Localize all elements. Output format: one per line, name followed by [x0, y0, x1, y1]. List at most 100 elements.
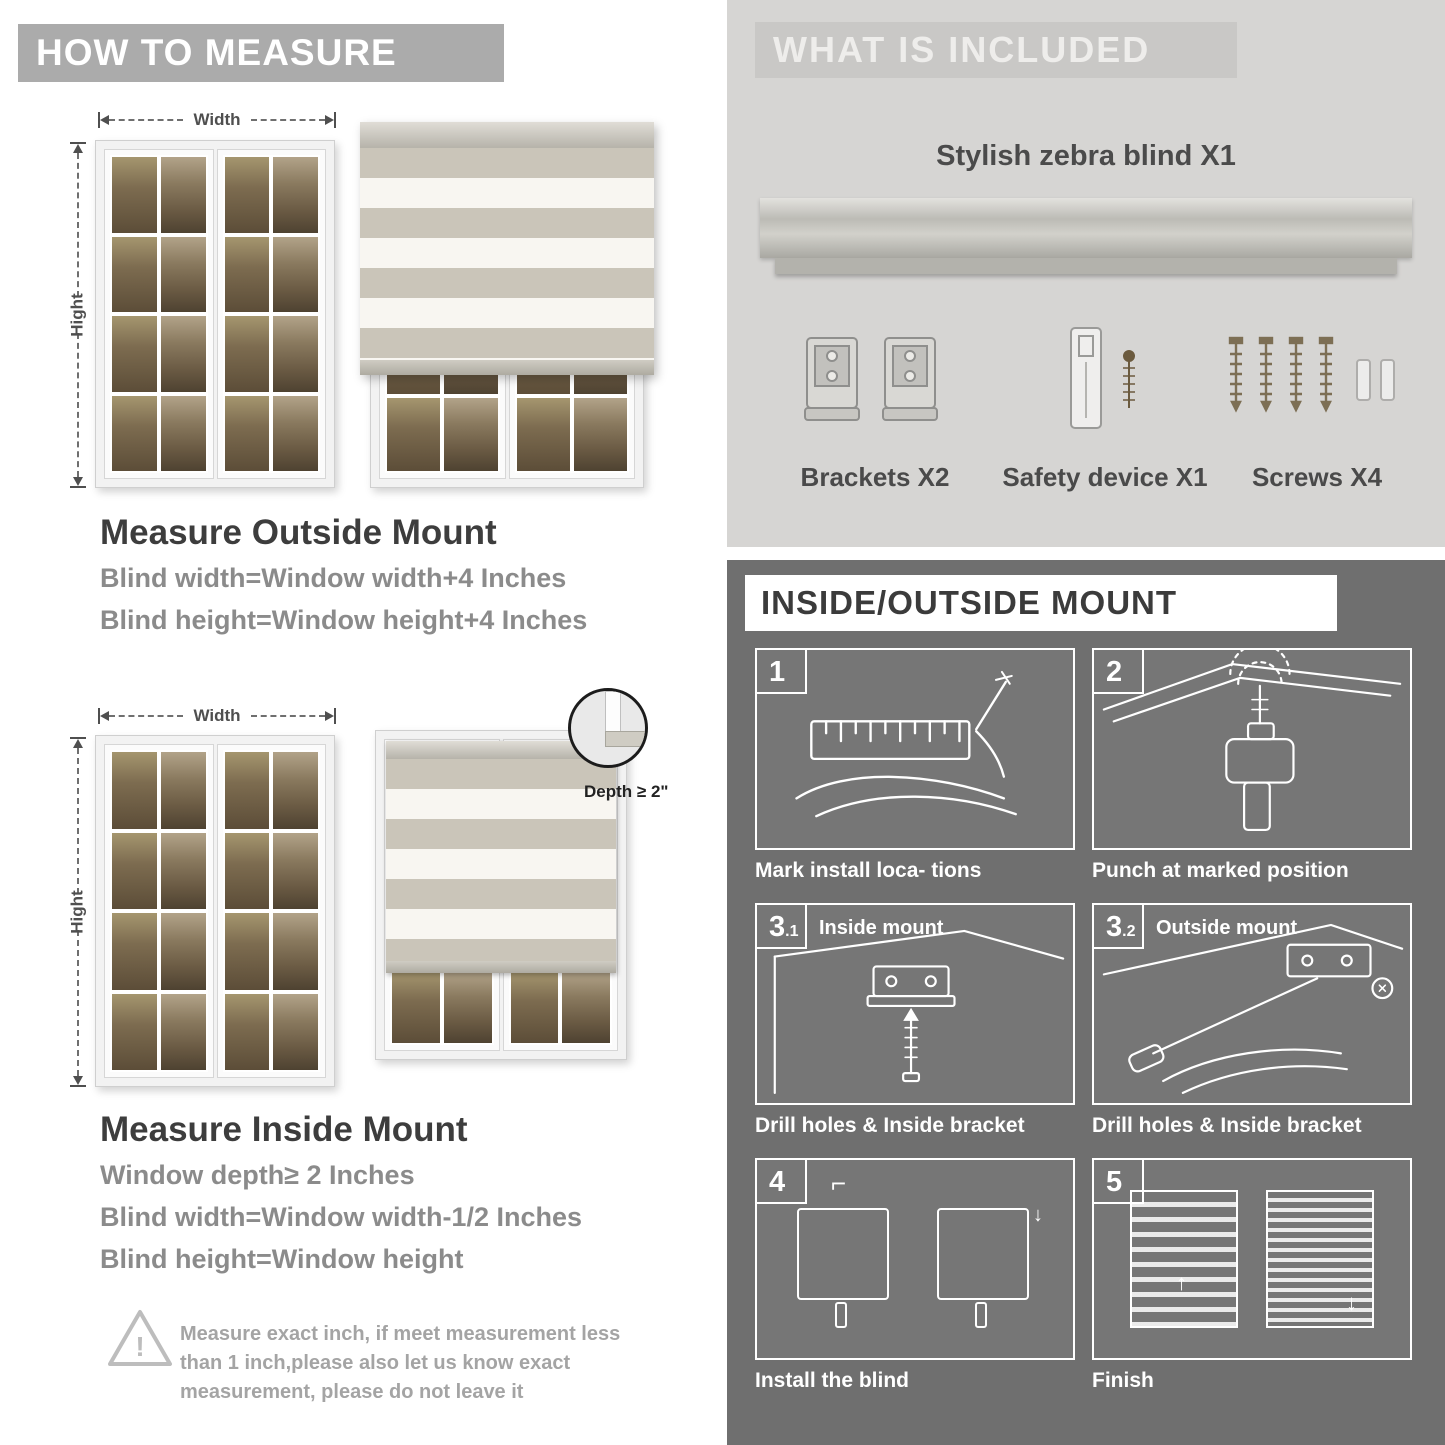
window-pane: [160, 752, 206, 829]
mark-locations-icon: [795, 670, 1017, 818]
inside-outside-mount-banner: INSIDE/OUTSIDE MOUNT: [745, 575, 1337, 631]
arrow-left-icon: [100, 711, 109, 721]
height-arrow-outside: Hight: [68, 142, 88, 488]
arrow-dash: [250, 119, 325, 121]
blind-bottom-rail: [386, 961, 616, 973]
down-arrow-icon: ↓: [1346, 1290, 1357, 1315]
window-pane: [224, 157, 270, 233]
safety-device-icon: [1070, 327, 1135, 429]
arrow-endbar: [70, 1085, 86, 1087]
step-4: ⌐ ↓ 4 Install the blind: [755, 1158, 1075, 1393]
window-pane: [443, 972, 492, 1043]
window-pane: [387, 398, 441, 471]
window-pane: [273, 993, 318, 1070]
outside-mount-line-2: Blind height=Window height+4 Inches: [100, 605, 588, 635]
step-number-frame: [757, 1160, 807, 1204]
zebra-blind-headrail-image: [760, 198, 1412, 258]
window-pane: [160, 157, 206, 233]
window-pane: [562, 972, 610, 1043]
window-pane: [273, 236, 318, 312]
window-pane: [224, 752, 270, 829]
inside-bracket-screw-icon: [773, 929, 1065, 1094]
window-sash: [104, 149, 214, 479]
step-number: 5: [1106, 1166, 1123, 1198]
step-number-frame: [1094, 905, 1144, 949]
window-pane: [224, 913, 270, 990]
depth-zoom-circle: [568, 688, 648, 768]
step-number-frame: [757, 650, 807, 694]
step-number-frame: [1094, 1160, 1144, 1204]
step-number: 3.2: [1106, 911, 1136, 943]
blind-stripes: [386, 759, 616, 961]
outside-mount-title: Measure Outside Mount: [100, 513, 497, 552]
window-pane: [224, 395, 270, 471]
zebra-blind-headrail-lip: [775, 258, 1397, 274]
outside-mount-line-1: Blind width=Window width+4 Inches: [100, 563, 567, 593]
window-pane: [112, 236, 157, 312]
arrow-dash: [77, 333, 79, 477]
arrow-right-icon: [325, 711, 334, 721]
inside-outside-mount-section: INSIDE/OUTSIDE MOUNT 1: [727, 560, 1445, 1445]
window-pane: [224, 832, 270, 909]
down-arrow-icon: ↓: [1033, 1204, 1043, 1226]
arrow-down-icon: [73, 477, 83, 486]
step-number-frame: [757, 905, 807, 949]
window-pane: [273, 913, 318, 990]
window-pane: [160, 395, 206, 471]
step-number: 4: [769, 1166, 786, 1198]
window-pane: [516, 398, 570, 471]
arrow-dash: [77, 930, 79, 1076]
step-3-2: 3.2 Outside mount Drill holes & Inside b…: [1092, 903, 1412, 1138]
step-3-1-caption: Drill holes & Inside bracket: [755, 1114, 1025, 1137]
step-number: 2: [1106, 656, 1123, 688]
open-blind-view: [1130, 1190, 1238, 1328]
window-pane: [112, 157, 157, 233]
how-to-measure-banner: HOW TO MEASURE: [18, 24, 504, 82]
how-to-measure-title: HOW TO MEASURE: [36, 32, 397, 73]
safety-device-label: Safety device X1: [1002, 462, 1208, 492]
step-number: 1: [769, 656, 786, 688]
inside-mount-title: Measure Inside Mount: [100, 1110, 468, 1149]
arrow-endbar: [70, 737, 86, 739]
inside-mount-label: Inside mount: [819, 917, 944, 939]
step-2-caption: Punch at marked position: [1092, 859, 1349, 882]
window-sashes: [104, 149, 326, 479]
window-pane: [273, 832, 318, 909]
what-is-included-section: WHAT IS INCLUDED Stylish zebra blind X1: [727, 0, 1445, 547]
window-pane: [224, 316, 270, 392]
blind-stripes: [360, 148, 654, 360]
window-sash: [216, 149, 326, 479]
blind-bottom-rail: [360, 360, 654, 375]
window-sashes: [104, 744, 326, 1078]
drill-icon: [1102, 650, 1402, 832]
screws-label: Screws X4: [1251, 462, 1383, 492]
window-pane: [160, 913, 206, 990]
arrow-left-icon: [100, 115, 109, 125]
stylish-zebra-blind-label: Stylish zebra blind X1: [936, 140, 1236, 172]
step-1-illustration: 1: [755, 648, 1075, 850]
window-sash: [104, 744, 214, 1078]
step-number-frame: [1094, 650, 1144, 694]
arrow-right-icon: [325, 115, 334, 125]
step-2-illustration: 2: [1092, 648, 1412, 850]
height-label: Hight: [68, 890, 87, 934]
step-5-caption: Finish: [1092, 1369, 1154, 1392]
width-arrow-inside: Width: [98, 706, 336, 726]
arrow-down-icon: [73, 1076, 83, 1085]
window-pane: [224, 993, 270, 1070]
what-is-included-banner: WHAT IS INCLUDED: [755, 22, 1237, 78]
window-illustration-inside: [95, 735, 335, 1087]
window-pane: [273, 752, 318, 829]
window-pane: [112, 316, 157, 392]
height-label: Hight: [68, 293, 87, 337]
blind-side-view: [797, 1208, 889, 1300]
inside-mount-line-3: Blind height=Window height: [100, 1244, 464, 1274]
step-2: 2 Punch at marked position: [1092, 648, 1412, 883]
width-arrow-outside: Width: [98, 110, 336, 130]
down-arrow-icon: ⌐: [831, 1168, 847, 1198]
window-pane: [112, 913, 157, 990]
window-illustration-outside: [95, 140, 335, 488]
arrow-endbar: [334, 112, 336, 128]
zebra-blind-outside-mount: [360, 122, 654, 375]
window-pane: [444, 398, 498, 471]
